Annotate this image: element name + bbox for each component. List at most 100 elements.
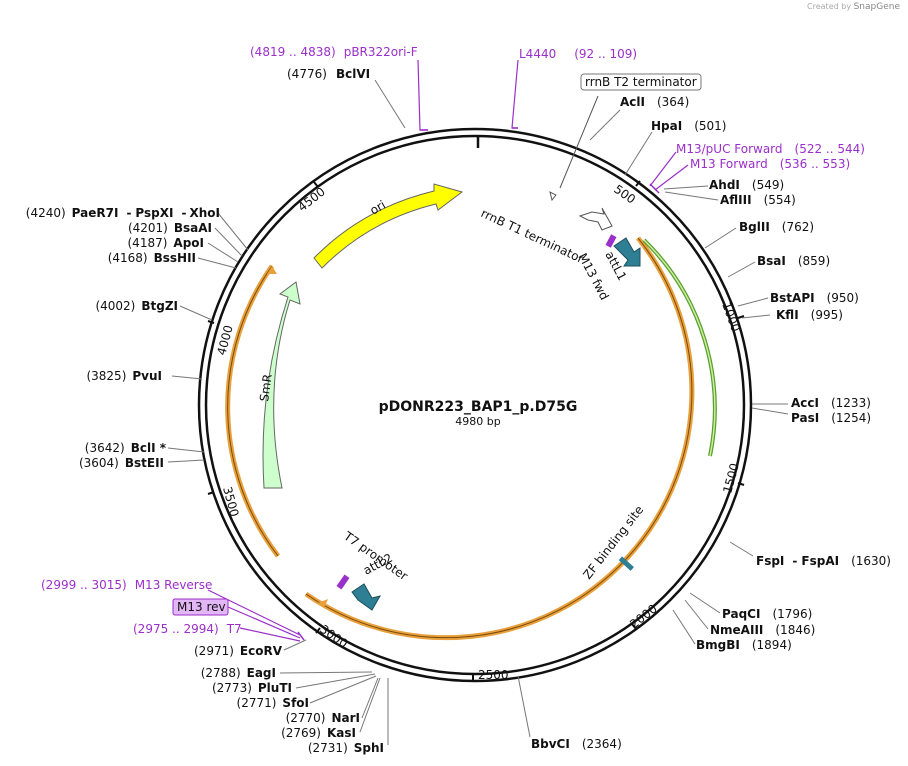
rrnb-t2-label: rrnB T2 terminator [585,75,697,89]
leader-bsaai [214,227,243,257]
tick-1000 [737,315,745,319]
backbone-inner [204,134,746,676]
leader-bsai [727,261,756,278]
leader-bmgbi [672,609,696,645]
leader-l4440 [511,59,519,129]
m13-fwd-primer-mark [605,234,617,248]
enzyme-pvui: (3825)PvuI [86,369,162,383]
primer-leaders [207,59,689,642]
tick-3000 [315,627,321,634]
mark-m13fwd [653,187,660,194]
enzyme-bcli: (3642)BclI * [85,441,167,455]
leader-m13rev [227,606,301,639]
leader-m13rev-r [207,589,301,636]
tick-3500 [207,491,215,495]
tick-500 [635,180,641,187]
rrnb-t2-box [580,73,702,91]
orf-arc [642,238,717,457]
tick-label-2500: 2500 [478,668,509,682]
tick-1500 [737,482,745,486]
smr-feature [262,281,301,489]
primer-m13fwd: M13 Forward(536 .. 553) [690,157,850,171]
enzyme-bmgbi: BmgBI(1894) [696,638,792,652]
zf-site-feature [618,556,634,571]
enzyme-fspi: FspI-FspAI(1630) [756,554,891,568]
leader-apoi [207,242,239,263]
leader-m13puc [649,151,677,187]
enzyme-paer7i: (4240)PaeR7I-PspXI-XhoI [26,206,220,220]
leader-bbvci [517,675,531,738]
primer-m13puc: M13/pUC Forward(522 .. 544) [676,142,865,156]
leader-paqci [689,592,721,614]
tick-marks [207,180,745,681]
enzyme-pluti: (2773)PluTI [212,681,292,695]
leader-nmeaiii [684,599,709,630]
enzyme-acci: AccI(1233) [791,396,871,410]
leader-bsteii [167,459,205,463]
ori-label: ori [368,198,389,218]
orf-arc-inner [643,239,716,457]
plasmid-length: 4980 bp [455,415,500,428]
leader-kfli [741,314,771,319]
backbone-outer [197,127,753,683]
plasmid-title: pDONR223_BAP1_p.D75G [379,399,578,415]
enzyme-bbvci: BbvCI(2364) [531,737,622,751]
rrnb-t1-label: rrnB T1 terminator [479,206,586,266]
enzyme-eagi: (2788)EagI [201,666,276,680]
leader-btgzi [179,305,213,321]
enzyme-sfoi: (2771)SfoI [237,696,309,710]
tick-4500 [313,181,319,188]
leader-bclvi [374,79,406,129]
insert-arc-left-edge [227,265,279,557]
leader-t7 [239,627,301,642]
primer-m13rev-range: (2999 .. 3015)M13 Reverse [41,578,212,592]
rrnb-t2-feature [549,191,557,202]
enzyme-nmeaiii: NmeAIII(1846) [710,623,815,637]
enzyme-ahdi: AhdI(549) [709,178,784,192]
enzyme-bsshii: (4168)BssHII [108,251,196,265]
leader-ecorv [283,639,307,651]
leader-fspi [729,541,754,557]
leader-bsshii [197,257,237,269]
enzyme-ecorv: (2971)EcoRV [194,644,283,658]
enzyme-aflIII: AflIII(554) [720,193,796,207]
snapgene-credit: Created by SnapGene [807,2,900,12]
leader-m13fwd [654,164,689,191]
primer-l4440: L4440(92 .. 109) [519,47,637,61]
attl1-feature [613,237,641,267]
enzyme-nari: (2770)NarI [286,711,360,725]
m13-rev-box [172,598,229,616]
leader-paer7i [217,212,249,251]
insert-arc-right-edge [305,237,693,639]
enzyme-pasi: PasI(1254) [791,411,871,425]
enzyme-bglII: BglII(762) [739,220,814,234]
smr-label: SmR [257,373,275,402]
leader-bstapi [737,297,769,307]
leader-nari [361,677,379,719]
leader-eagi [279,671,373,674]
leader-kasi [359,677,381,733]
credit-brand: SnapGene [853,2,900,12]
enzyme-kasi: (2769)KasI [281,726,356,740]
primer-pbr322ori: (4819 .. 4838)pBR322ori-F [250,45,418,59]
leader-bglII [704,227,737,249]
leader-pvui [171,375,203,380]
leader-acli [589,109,621,141]
enzyme-hpai: HpaI(501) [651,119,726,133]
primer-m13rev: M13 rev [177,600,226,614]
enzyme-sphi: (2731)SphI [308,741,384,755]
enzyme-bclvi: (4776) BclVI [287,63,370,82]
t7-promoter-mark [336,574,350,590]
leader-pluti [295,673,376,689]
enzyme-bsai: BsaI(859) [757,254,830,268]
credit-prefix: Created by [807,2,852,11]
tick-label-500: 500 [611,182,638,207]
tick-2000 [631,623,637,630]
t7-promoter-label: T7 promoter [340,528,410,583]
tick-label-4500: 4500 [295,185,328,215]
insert-arc-right [304,236,695,641]
enzyme-kfli: KflI(995) [776,308,843,322]
ori-feature [313,183,464,269]
enzyme-leaders [167,79,789,745]
